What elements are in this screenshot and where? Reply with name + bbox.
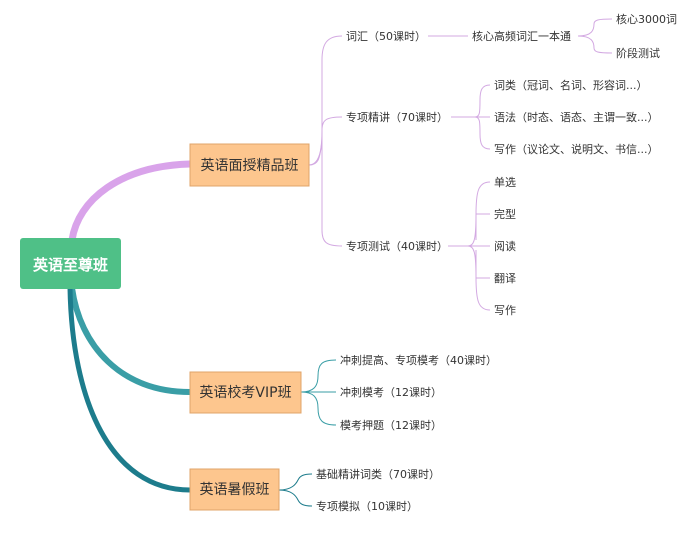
node-sprint-mock[interactable]: 冲刺模考（12课时） <box>340 385 442 399</box>
node-vocabulary-book[interactable]: 核心高频词汇一本通 <box>472 29 571 43</box>
branch-connector-summer <box>67 285 193 493</box>
node-core-3000-words[interactable]: 核心3000词 <box>616 12 677 26</box>
node-mock-prediction[interactable]: 模考押题（12课时） <box>340 418 442 432</box>
node-single-choice[interactable]: 单选 <box>494 176 516 189</box>
node-grammar[interactable]: 语法（时态、语态、主谓一致...） <box>494 110 659 124</box>
node-label: 英语面授精品班 <box>201 157 299 174</box>
node-special-simulation[interactable]: 专项模拟（10课时） <box>316 499 418 513</box>
node-writing-types[interactable]: 写作（议论文、说明文、书信...） <box>494 142 659 156</box>
root-label: 英语至尊班 <box>33 256 108 274</box>
branch-connector-face-to-face <box>68 160 194 244</box>
node-basic-word-classes[interactable]: 基础精讲词类（70课时） <box>316 467 440 481</box>
node-sprint-improve[interactable]: 冲刺提高、专项模考（40课时） <box>340 353 497 367</box>
node-stage-test[interactable]: 阶段测试 <box>616 46 660 60</box>
node-vocabulary[interactable]: 词汇（50课时） <box>346 30 426 43</box>
node-writing[interactable]: 写作 <box>494 304 516 317</box>
node-cloze[interactable]: 完型 <box>494 207 516 221</box>
branch-connector-vip <box>69 285 193 395</box>
node-summer-class[interactable]: 英语暑假班 <box>189 468 280 511</box>
vip-connectors <box>300 359 337 426</box>
node-translation[interactable]: 翻译 <box>494 271 516 285</box>
node-label: 英语暑假班 <box>200 481 270 498</box>
root-node[interactable]: 英语至尊班 <box>20 238 121 289</box>
face-to-face-connectors <box>308 18 613 311</box>
node-label: 英语校考VIP班 <box>199 384 291 401</box>
node-special-lecture[interactable]: 专项精讲（70课时） <box>346 110 448 124</box>
node-reading[interactable]: 阅读 <box>494 239 516 253</box>
node-vip-class[interactable]: 英语校考VIP班 <box>189 371 302 414</box>
node-word-classes[interactable]: 词类（冠词、名词、形容词...） <box>494 78 648 92</box>
node-face-to-face-class[interactable]: 英语面授精品班 <box>189 143 310 187</box>
node-special-test[interactable]: 专项测试（40课时） <box>346 239 448 253</box>
summer-connectors <box>278 473 313 507</box>
